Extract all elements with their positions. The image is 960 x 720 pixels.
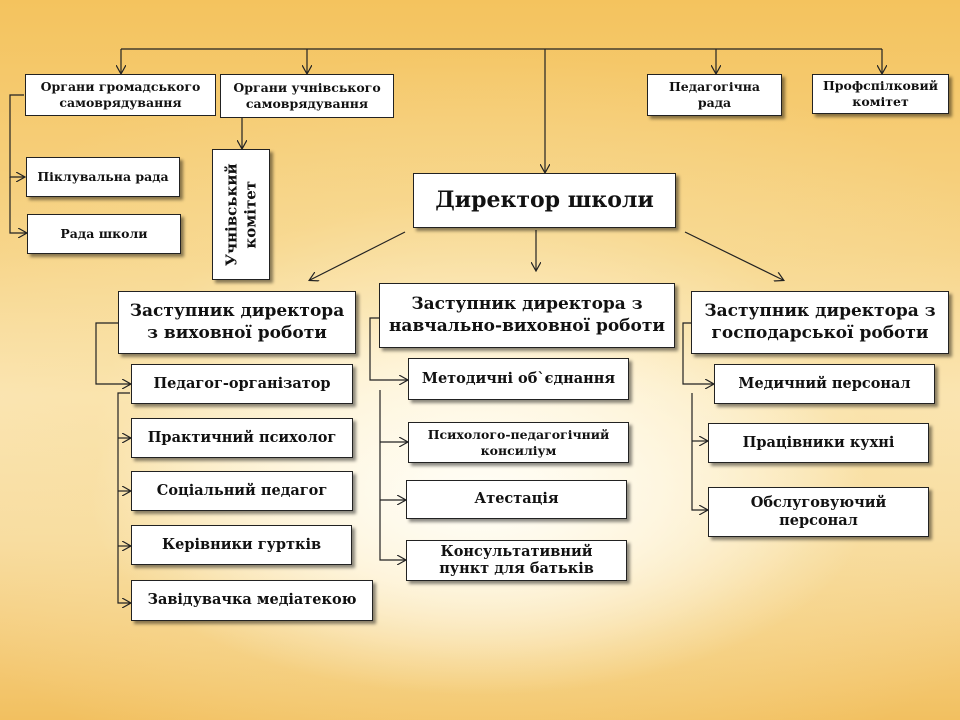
deputy-economic-box: Заступник директора з господарської робо… [691, 291, 949, 354]
deputy-educational-box: Заступник директора з виховної роботи [118, 291, 356, 354]
academic-unit-item: Консультативний пункт для батьків [406, 540, 627, 581]
economic-unit-item: Обслуговуючий персонал [708, 487, 929, 537]
pedagogical-council-box: Педагогічна рада [647, 74, 782, 116]
educational-unit-item: Педагог-організатор [131, 364, 353, 404]
academic-unit-item: Методичні об`єднання [408, 358, 629, 400]
deputy-academic-box: Заступник директора з навчально-виховної… [379, 283, 675, 348]
economic-unit-item: Медичний персонал [714, 364, 935, 404]
trade-union-box: Профспілковий комітет [812, 74, 949, 114]
economic-unit-item: Працівники кухні [708, 423, 929, 463]
student-governance-box: Органи учнівського самоврядування [220, 74, 394, 118]
student-committee-label: Учнівський комітет [222, 163, 259, 266]
school-council-box: Рада школи [27, 214, 181, 254]
director-box: Директор школи [413, 173, 676, 228]
educational-unit-item: Керівники гуртків [131, 525, 352, 565]
educational-unit-item: Практичний психолог [131, 418, 353, 458]
educational-unit-item: Завідувачка медіатекою [131, 580, 373, 621]
community-governance-box: Органи громадського самоврядування [25, 74, 216, 116]
student-committee-box: Учнівський комітет [212, 149, 270, 280]
academic-unit-item: Атестація [406, 480, 627, 519]
educational-unit-item: Соціальний педагог [131, 471, 353, 511]
trustees-council-box: Піклувальна рада [26, 157, 180, 197]
academic-unit-item: Психолого-педагогічний консиліум [408, 422, 629, 463]
